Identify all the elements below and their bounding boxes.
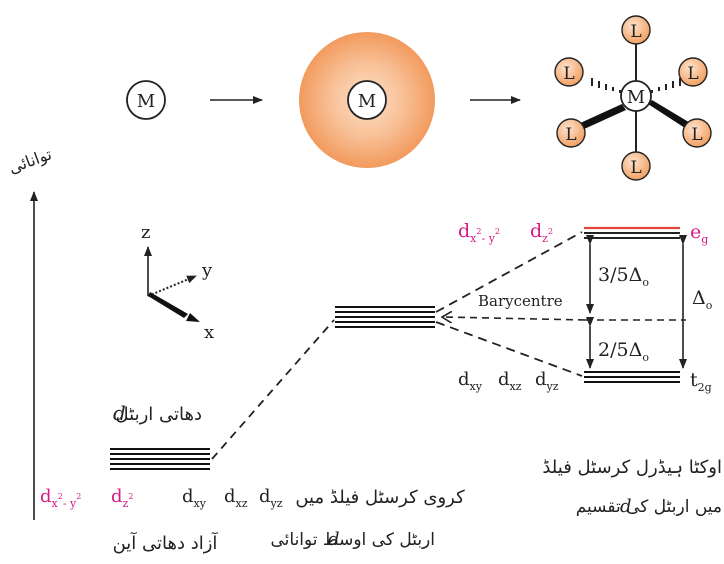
spherical-average-level [335,306,435,328]
delta-o-label: Δo [692,287,713,312]
octahedral-complex-figure: M L L L L L L [554,15,712,181]
eg-orbital-dz2: dz2 [530,220,553,245]
x-axis-wedge [148,292,188,318]
metal-label: M [358,91,376,112]
barycentre-arrow [442,317,586,320]
free-metal-ion-figure: M [126,80,166,120]
eg-orbital-dx2-y2: dx2- y2 [458,220,500,245]
lower-split-label: 2/5Δo [598,339,649,364]
t2g-label: t2g [690,369,712,394]
octahedral-caption-line1: اوکٹا ہیڈرل کرسٹل فیلڈ [542,457,722,478]
barycentre-label: Barycentre [478,292,563,310]
bond-front-left-wedge [578,104,626,130]
spherical-caption-line1: کروی کرسٹل فیلڈ میں [295,487,465,508]
t2g-orbital-dyz: dyz [535,369,559,393]
energy-axis-label: توانائی [6,144,54,178]
x-axis-label: x [204,322,214,343]
bond-front-right-wedge [648,100,692,130]
metal-label: M [137,91,155,112]
ligand-label: L [691,125,702,145]
orbital-label-dyz: dyz [259,486,283,510]
y-axis-label: y [201,260,213,281]
free-ion-d-level [110,448,210,470]
ligand-back-left [554,57,584,87]
x-axis-arrowhead [186,313,200,322]
spherical-field-figure: M [299,32,435,168]
t2g-orbital-dxy: dxy [458,369,483,393]
metal-atom-center [620,80,652,112]
ligand-label: L [630,22,641,42]
free-ion-d-orbital-caption: دھاتی اربٹل [116,404,203,425]
ligand-bottom [621,151,651,181]
ligand-label: L [630,158,641,178]
upper-split-label: 3/5Δo [598,264,649,289]
octahedral-caption-line2: میں اربٹل کی تقسیم [576,497,722,517]
ligand-label: L [565,125,576,145]
spherical-caption-d: d [328,529,340,550]
metal-atom-free [126,80,166,120]
orbital-label-dx2-y2: dx2- y2 [40,486,81,510]
metal-label: M [627,87,645,108]
coordinate-axes: z y x [141,222,214,343]
t2g-orbital-dxz: dxz [498,369,522,393]
orbital-label-dxy: dxy [182,486,207,510]
eg-level [584,226,680,239]
orbital-label-dxz: dxz [224,486,248,510]
octahedral-caption-d: d [620,496,632,517]
ligand-front-right [682,118,712,148]
bond-back-left-hashed [591,78,621,93]
ligand-label: L [563,64,574,84]
ligand-label: L [687,64,698,84]
ligand-top [621,15,651,45]
z-axis-label: z [141,222,150,243]
connector-free-to-spherical [211,319,335,460]
y-axis-arrow [147,275,197,297]
connector-to-t2g [435,321,583,377]
spherical-caption-line2: اربٹل کی اوسط توانائی [270,530,435,550]
ligand-back-right [678,57,708,87]
eg-label: eg [690,221,708,246]
connector-to-eg [435,231,583,313]
free-ion-d-symbol: d [113,401,126,425]
metal-atom-spherical [347,80,387,120]
free-ion-caption: آزاد دھاتی آین [113,531,219,554]
orbital-label-dz2: dz2 [111,486,133,510]
bond-back-right-hashed [651,78,681,93]
t2g-level [584,371,680,383]
ligand-front-left [556,118,586,148]
